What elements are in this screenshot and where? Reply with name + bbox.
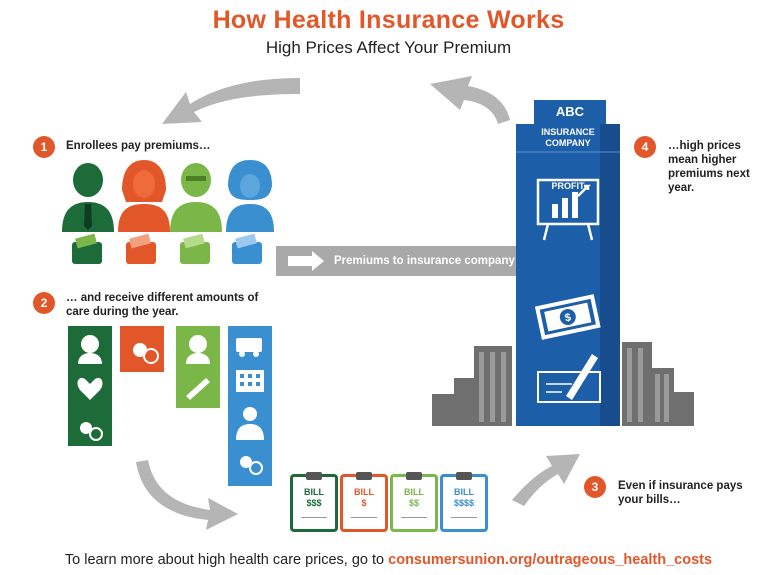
page-title: How Health Insurance Works: [212, 6, 565, 34]
clipboard-clip-icon: [406, 472, 422, 480]
profit-label: PROFIT: [551, 181, 585, 191]
building-subname-2: COMPANY: [545, 138, 591, 148]
step-4-text: …high prices mean higher premiums next y…: [668, 140, 750, 194]
bill-line: [401, 517, 427, 518]
bill-2-label: BILL: [354, 487, 374, 497]
bill-3: BILL $$: [390, 472, 438, 532]
bill-1: BILL $$$: [290, 472, 338, 532]
building-subname-1: INSURANCE: [541, 127, 595, 137]
arrow-top-right: [430, 76, 510, 124]
premium-banner-label: Premiums to insurance company: [334, 255, 515, 267]
bill-line: [301, 517, 327, 518]
building-name: ABC: [555, 104, 585, 119]
clipboard-clip-icon: [456, 472, 472, 480]
step-2-text: … and receive different amounts of care …: [66, 292, 259, 318]
bill-line: [451, 517, 477, 518]
bill-4-label: BILL: [454, 487, 474, 497]
care-tiles: [68, 326, 272, 486]
premium-banner-shape: [276, 246, 552, 290]
step-3-badge: 3: [584, 476, 606, 498]
city-skyline: [432, 342, 694, 426]
step-1-badge: 1: [33, 136, 55, 158]
arrow-top-left: [162, 78, 300, 124]
step-2-badge: 2: [33, 292, 55, 314]
footer-text: To learn more about high health care pri…: [64, 552, 385, 568]
step-1-text: Enrollees pay premiums…: [66, 140, 211, 152]
cycle-arrows: [136, 76, 580, 530]
svg-text:$: $: [564, 311, 572, 324]
bill-1-label: BILL: [304, 487, 324, 497]
bill-1-amount: $$$: [306, 498, 322, 508]
bill-3-label: BILL: [404, 487, 424, 497]
step-3-text: Even if insurance pays your bills…: [618, 480, 743, 506]
arrow-bottom-right: [512, 454, 580, 506]
bill-2-amount: $: [361, 498, 367, 508]
bill-4-amount: $$$$: [453, 498, 475, 508]
footer: To learn more about high health care pri…: [0, 552, 777, 568]
bill-2: BILL $: [340, 472, 388, 532]
insurance-building: $: [516, 100, 620, 426]
wallet-icons: [72, 233, 262, 264]
footer-link[interactable]: consumersunion.org/outrageous_health_cos…: [388, 552, 713, 568]
step-4-badge: 4: [634, 136, 656, 158]
page-subtitle: High Prices Affect Your Premium: [265, 38, 512, 57]
bill-3-amount: $$: [408, 498, 419, 508]
bill-4: BILL $$$$: [440, 472, 488, 532]
arrow-bottom-left: [136, 460, 238, 530]
enrollee-icons: [62, 160, 274, 232]
bill-line: [351, 517, 377, 518]
clipboard-clip-icon: [356, 472, 372, 480]
clipboard-clip-icon: [306, 472, 322, 480]
